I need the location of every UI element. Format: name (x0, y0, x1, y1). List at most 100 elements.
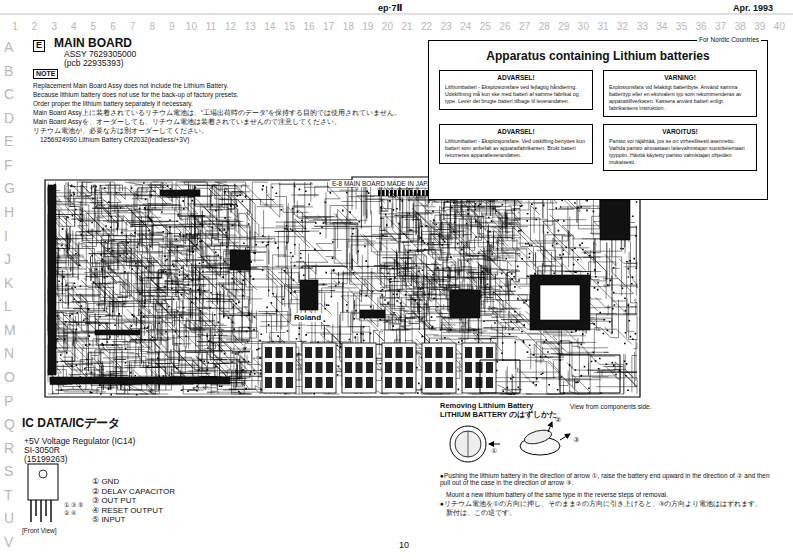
pcb-traces-dense (50, 185, 250, 390)
grid-number: 27 (516, 21, 534, 33)
node-text: ADVARSEL! (445, 74, 587, 81)
ic-footprint (540, 285, 580, 320)
grid-letter: J (4, 251, 11, 267)
grid-number: 5 (84, 21, 102, 33)
pin-label: ③ OUT PUT (92, 496, 136, 505)
instruction-text: Mount a new lithium battery of the same … (446, 491, 668, 498)
connector-pad (396, 347, 403, 358)
connector-pad (476, 362, 483, 373)
ic-footprint (230, 250, 250, 270)
grid-number: 15 (280, 21, 298, 33)
connector-pad (465, 347, 472, 358)
connector-pad (446, 347, 453, 358)
header-pad (382, 190, 385, 196)
warning-panel: For Nordic CountriesApparatus containing… (428, 40, 768, 200)
connector-pad (465, 362, 472, 373)
grid-number: 6 (104, 21, 122, 33)
header-pad (394, 190, 397, 196)
connector-pad (316, 362, 323, 373)
grid-letter: T (4, 487, 13, 503)
connector-pad (396, 362, 403, 373)
part-number: (pcb 22935393) (64, 59, 124, 69)
header-pad (386, 190, 389, 196)
mount-hole (39, 470, 47, 478)
grid-number: 37 (712, 21, 730, 33)
arrow-number: ① (491, 447, 497, 455)
pin-label: ② DELAY CAPACITOR (92, 487, 175, 496)
connector-outline (382, 343, 416, 393)
header-pad (410, 190, 413, 196)
regulator-illustration (28, 464, 58, 522)
connector-outline (262, 343, 296, 393)
pcb-traces (48, 182, 637, 394)
warning-box: VARNING! Explosionsfara vid felaktigt bat… (603, 70, 757, 117)
connector-pad (436, 377, 443, 388)
grid-number: 34 (653, 21, 671, 33)
section-tag: E (33, 40, 45, 52)
node-text: For Nordic Countries (697, 36, 761, 43)
node-text: VARNING! (609, 74, 751, 81)
header-pad (390, 190, 393, 196)
pin-label: ④ RESET OUTPUT (92, 506, 163, 515)
battery-holder (450, 426, 486, 462)
ic-code: (15199263) (24, 455, 67, 465)
arrow-number: ③ (573, 436, 579, 444)
connector-pad (486, 362, 493, 373)
connector-pad (265, 347, 272, 358)
header-rule (0, 14, 793, 15)
connector-pad (356, 377, 363, 388)
connector-pad (446, 362, 453, 373)
note-text: Main Board Assyを、オーダーしても、リチウム電池は装着されていませ… (33, 118, 341, 125)
grid-letter: H (4, 204, 14, 220)
instruction-text: 新付は、この逆です。 (446, 509, 516, 516)
connector-pad (316, 377, 323, 388)
ic-footprint (600, 200, 630, 240)
section-heading: LITHIUM BATTERY のはずしかた (440, 411, 557, 420)
node-text: Lithiumbatteri - Eksplosjonsfare. Ved ut… (445, 138, 587, 159)
grid-number: 17 (320, 21, 338, 33)
grid-number: 40 (770, 21, 788, 33)
instruction-text: ●リチウム電池を①の方向に押し、そのまま②の方向に引き上げると、③の方向より電池… (440, 500, 762, 507)
connector-pad (345, 347, 352, 358)
connector-outline (302, 343, 336, 393)
page-number: 10 (399, 540, 409, 550)
connector-pad (385, 377, 392, 388)
pin-label: ⑤ INPUT (92, 515, 125, 524)
node-text: Explosionsfara vid felaktigt batteribyte… (609, 84, 751, 112)
ic-footprint (50, 377, 230, 384)
connector-pad (446, 377, 453, 388)
connector-pad (436, 362, 443, 373)
view-caption: [Front View] (22, 527, 57, 534)
grid-number: 33 (633, 21, 651, 33)
connector-pad (356, 362, 363, 373)
grid-number: 22 (418, 21, 436, 33)
grid-number: 18 (339, 21, 357, 33)
grid-number: 24 (457, 21, 475, 33)
grid-number: 35 (672, 21, 690, 33)
grid-number: 2 (26, 21, 44, 33)
grid-letter: A (4, 39, 13, 55)
header-text: ep·7Ⅱ (378, 3, 402, 13)
connector-pad (265, 377, 272, 388)
connector-pad (366, 377, 373, 388)
connector-pad (385, 362, 392, 373)
grid-number: 32 (614, 21, 632, 33)
ic-footprint (48, 185, 56, 375)
grid-number: 20 (378, 21, 396, 33)
ic-footprint (95, 330, 140, 335)
battery-cell (455, 431, 481, 457)
header-pad (418, 190, 421, 196)
connector-pad (265, 362, 272, 373)
arrow-2 (548, 422, 552, 432)
grid-number: 14 (261, 21, 279, 33)
note-text: Replacement Main Board Assy does not inc… (33, 82, 228, 89)
grid-number: 25 (476, 21, 494, 33)
connector-pad (345, 362, 352, 373)
arrow-number: ② (555, 416, 561, 424)
grid-letter: M (4, 322, 16, 338)
connector-pad (326, 362, 333, 373)
view-caption: View from components side. (570, 403, 652, 410)
warning-box: VAROITUS!Paristo voi räjähtää, jos se on… (603, 124, 757, 171)
connector-outline (422, 343, 456, 393)
connector-pad (366, 362, 373, 373)
